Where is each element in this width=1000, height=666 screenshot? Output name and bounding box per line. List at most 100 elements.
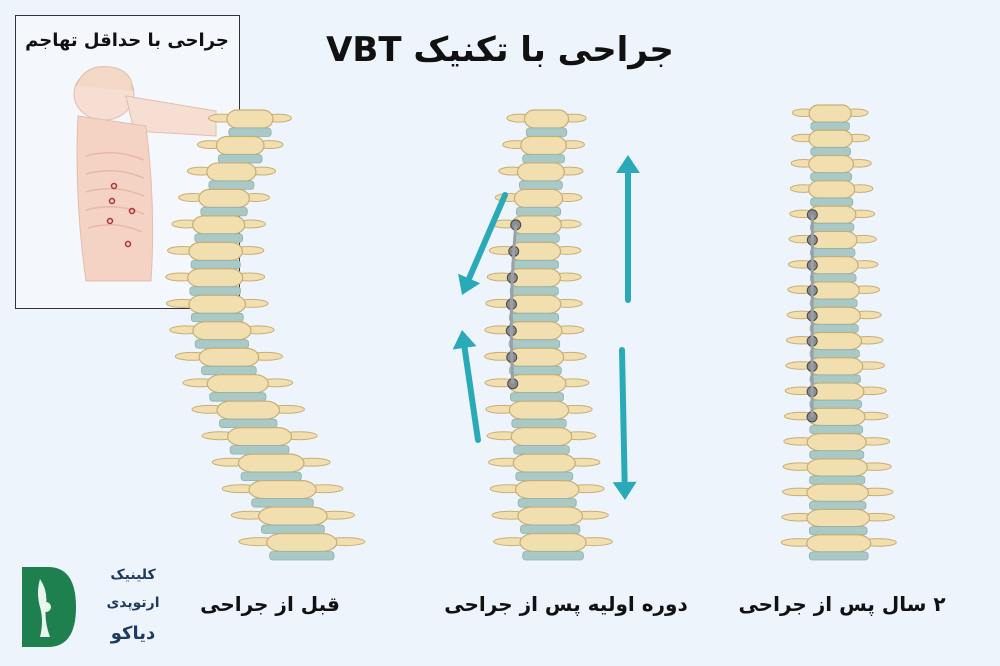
disc	[522, 154, 565, 164]
vertebra	[519, 532, 587, 553]
vertebra	[808, 129, 853, 149]
vertebra	[806, 483, 870, 502]
clinic-logo: کلینیک ارتوپدی دیاکو	[18, 565, 160, 650]
caption-early-post-surgery: دوره اولیه پس از جراحی	[444, 592, 688, 616]
spine-early-post-surgery	[484, 109, 613, 561]
disc	[510, 392, 564, 402]
caption-before-surgery: قبل از جراحی	[200, 592, 340, 616]
disc	[200, 207, 248, 217]
vertebra	[188, 294, 247, 314]
disc	[809, 349, 860, 359]
arrow-head-icon	[616, 155, 640, 173]
torso-illustration	[73, 66, 217, 282]
growth-arrows	[452, 155, 640, 500]
vertebra	[512, 453, 576, 473]
disc	[808, 526, 868, 536]
disc	[808, 551, 869, 561]
disc	[508, 312, 560, 323]
vertebra	[237, 453, 305, 473]
tether-cord	[509, 224, 518, 384]
arrow-head-icon	[452, 330, 477, 350]
disc	[190, 259, 241, 270]
disc	[809, 298, 858, 308]
disc	[810, 172, 853, 182]
disc	[809, 273, 857, 283]
vertebra	[188, 241, 244, 261]
vertebra	[192, 215, 246, 235]
vertebra	[806, 458, 868, 477]
logo-line-2: ارتوپدی	[106, 595, 160, 611]
inset-label: جراحی با حداقل تهاجم	[25, 30, 229, 51]
disc	[217, 154, 263, 164]
vertebra	[520, 135, 567, 156]
disc	[190, 312, 244, 323]
vertebra	[226, 109, 274, 129]
vertebra	[258, 506, 328, 526]
disc	[209, 392, 267, 402]
disc	[228, 127, 272, 137]
vertebra	[187, 268, 244, 288]
disc	[809, 374, 861, 384]
vertebra	[514, 479, 580, 500]
vertebra	[206, 162, 257, 182]
disc	[809, 500, 867, 510]
vertebra	[216, 400, 281, 420]
disc	[509, 365, 562, 376]
disc	[261, 524, 325, 534]
disc	[508, 339, 561, 349]
vertebra	[806, 508, 871, 528]
vertebra	[215, 135, 265, 156]
disc	[517, 498, 577, 508]
logo-mark-icon	[22, 567, 76, 647]
vertebra	[192, 321, 252, 341]
disc	[513, 445, 570, 455]
arrow-shaft	[466, 192, 508, 282]
disc	[809, 399, 862, 409]
caption-two-years-post-surgery: ۲ سال پس از جراحی	[738, 592, 946, 616]
arrow-shaft	[619, 347, 628, 486]
disc	[201, 365, 257, 376]
disc	[513, 233, 560, 243]
vertebra	[198, 188, 250, 209]
disc	[511, 418, 567, 429]
disc	[809, 324, 859, 333]
disc	[194, 339, 249, 349]
disc	[194, 233, 244, 243]
logo-line-1: کلینیک	[110, 567, 156, 583]
disc	[518, 180, 563, 190]
disc	[809, 450, 865, 460]
disc	[269, 551, 335, 561]
disc	[511, 259, 559, 270]
vertebra	[517, 506, 584, 526]
disc	[515, 471, 574, 481]
vertebra	[226, 427, 293, 447]
disc	[240, 471, 302, 481]
logo-line-3: دیاکو	[110, 623, 156, 644]
spine-before-surgery	[165, 109, 366, 561]
vertebra	[510, 427, 573, 447]
vertebra	[266, 532, 338, 553]
disc	[810, 197, 854, 207]
disc	[525, 127, 568, 137]
disc	[809, 425, 864, 435]
vertebra	[808, 180, 856, 199]
arrow-head-icon	[612, 481, 637, 500]
disc	[189, 286, 241, 296]
disc	[522, 551, 584, 561]
disc	[809, 475, 866, 485]
disc	[520, 524, 581, 534]
vertebra	[248, 479, 317, 500]
vertebra	[513, 188, 564, 209]
disc	[208, 180, 255, 190]
disc	[515, 207, 562, 217]
disc	[251, 498, 314, 508]
disc	[509, 286, 559, 296]
arrow-shaft	[461, 344, 481, 443]
vertebra	[523, 109, 570, 129]
vertebra	[806, 534, 872, 553]
disc	[809, 248, 856, 258]
disc	[810, 147, 851, 156]
disc	[219, 418, 278, 429]
disc	[229, 445, 290, 455]
